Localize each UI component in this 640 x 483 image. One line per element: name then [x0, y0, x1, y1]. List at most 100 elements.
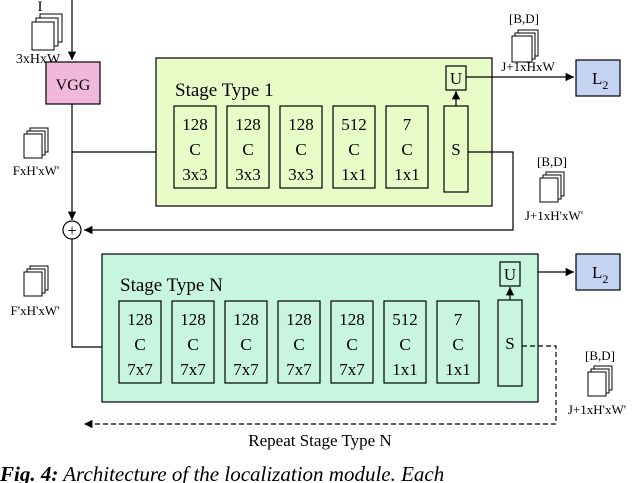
stage-n-conv-type: C	[134, 335, 145, 354]
stage-n-conv-type: C	[452, 335, 463, 354]
stage-n-conv-kernel: 1x1	[392, 360, 418, 379]
stage-n-conv-box	[436, 300, 480, 384]
stage-type-1-block	[155, 57, 493, 207]
stage-n-conv-channels: 128	[233, 310, 259, 329]
loss-1-label: L2	[592, 69, 608, 92]
stage-1-conv-type: C	[189, 140, 200, 159]
stage-n-conv-box	[118, 300, 162, 384]
stage-n-conv-kernel: 7x7	[127, 360, 153, 379]
stage-1-conv-channels: 128	[288, 115, 314, 134]
sum-symbol: +	[67, 221, 77, 240]
vgg-block	[45, 61, 101, 105]
input-label: I	[38, 0, 43, 15]
caption-text: Architecture of the localization module.…	[63, 462, 445, 483]
stage-1-s-label: S	[451, 140, 460, 159]
stage-n-conv-kernel: 7x7	[180, 360, 206, 379]
stage-n-conv-channels: 512	[392, 310, 418, 329]
stage-type-n-convs: 128C7x7128C7x7128C7x7128C7x7128C7x7512C1…	[118, 300, 480, 384]
stage-n-conv-type: C	[240, 335, 251, 354]
repeat-dashed-arrow	[84, 345, 557, 429]
stage-1-conv-kernel: 3x3	[288, 165, 314, 184]
stage-1-conv-box	[385, 105, 429, 189]
stage-1-side-stack	[539, 171, 565, 203]
stage-1-conv-type: C	[295, 140, 306, 159]
feature-dims-1: FxH'xW'	[13, 163, 60, 178]
stage-1-conv-kernel: 1x1	[341, 165, 367, 184]
stage-n-s-label: S	[505, 334, 514, 353]
stage-n-conv-box	[383, 300, 427, 384]
stage-1-u-block	[445, 65, 467, 91]
stage-n-conv-kernel: 7x7	[339, 360, 365, 379]
stage-n-u-label: U	[504, 265, 516, 284]
stage-1-conv-channels: 7	[403, 115, 412, 134]
stage-1-conv-box	[279, 105, 323, 189]
stage-n-side-dims: J+1xH'xW'	[568, 402, 626, 417]
stage-1-conv-kernel: 3x3	[235, 165, 261, 184]
stage-1-conv-channels: 128	[182, 115, 208, 134]
stage-n-conv-box	[330, 300, 374, 384]
stage-n-conv-type: C	[293, 335, 304, 354]
stage-n-conv-channels: 128	[180, 310, 206, 329]
stage-1-conv-block: 7C 1x1	[385, 105, 429, 189]
loss-block-2	[575, 253, 621, 291]
stage-n-conv-block: 7C 1x1	[436, 300, 480, 384]
feature-stack-2	[23, 265, 49, 297]
stage-n-conv-box	[224, 300, 268, 384]
stage-n-conv-kernel: 7x7	[233, 360, 259, 379]
stage-1-target-label: [B,D]	[509, 11, 539, 26]
stage-1-conv-kernel: 1x1	[394, 165, 420, 184]
loss-block-1	[575, 59, 621, 97]
stage-1-side-label: [B,D]	[537, 154, 567, 169]
stage-1-side-dims: J+1xH'xW'	[525, 208, 583, 223]
stage-n-conv-type: C	[187, 335, 198, 354]
stage-n-conv-type: C	[399, 335, 410, 354]
stage-n-conv-box	[277, 300, 321, 384]
stage-n-conv-kernel: 7x7	[286, 360, 312, 379]
stage-n-side-label: [B,D]	[585, 348, 615, 363]
stage-n-conv-kernel: 1x1	[445, 360, 471, 379]
stage-1-conv-box	[173, 105, 217, 189]
stage-1-conv-kernel: 3x3	[182, 165, 208, 184]
stage-1-conv-box	[332, 105, 376, 189]
stage-n-conv-type: C	[346, 335, 357, 354]
stage-1-conv-type: C	[348, 140, 359, 159]
stage-1-conv-type: C	[401, 140, 412, 159]
stage-n-conv-channels: 128	[286, 310, 312, 329]
caption-label: Fig. 4:	[0, 462, 59, 483]
stage-1-u-label: U	[450, 69, 462, 88]
stage-1-target-stack	[511, 29, 539, 63]
stage-1-conv-box	[226, 105, 270, 189]
feature-stack-1	[23, 127, 49, 159]
vgg-label: VGG	[56, 77, 91, 94]
stage-1-conv-channels: 512	[341, 115, 367, 134]
stage-1-feedback-arrow	[84, 151, 514, 235]
stage-n-conv-channels: 128	[127, 310, 153, 329]
input-stack	[31, 13, 63, 51]
stage-1-conv-type: C	[242, 140, 253, 159]
feature-dims-2: F'xH'xW'	[11, 303, 60, 318]
stage-type-1-title: Stage Type 1	[175, 80, 274, 101]
stage-n-side-stack	[587, 365, 613, 397]
stage-n-u-block	[499, 261, 521, 287]
stage-type-n-title: Stage Type N	[120, 275, 223, 296]
stage-1-out-dims: J+1xHxW	[501, 59, 555, 74]
stage-n-conv-channels: 128	[339, 310, 365, 329]
repeat-label: Repeat Stage Type N	[248, 431, 391, 450]
loss-2-label: L2	[592, 263, 608, 286]
architecture-diagram: I 3xHxW VGG FxH'xW' + Stage Type 1 128C3…	[11, 0, 626, 450]
figure-caption: Fig. 4: Architecture of the localization…	[0, 462, 640, 483]
stage-n-conv-channels: 7	[454, 310, 463, 329]
stage-1-conv-channels: 128	[235, 115, 261, 134]
stage-n-conv-box	[171, 300, 215, 384]
